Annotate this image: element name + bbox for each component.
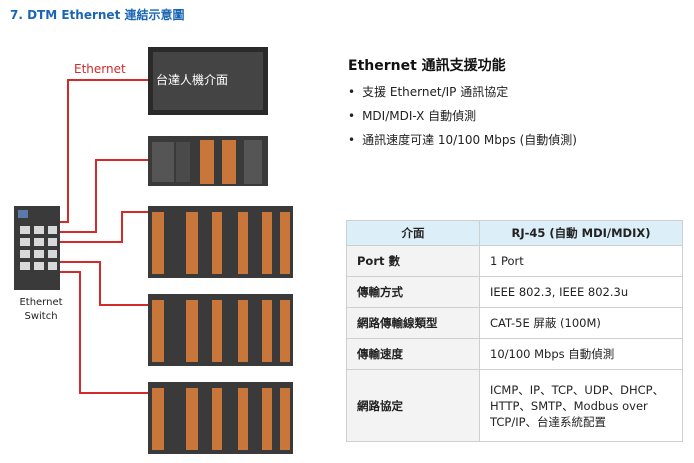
features-title: Ethernet 通訊支援功能 bbox=[348, 58, 506, 74]
feature-list: 支援 Ethernet/IP 通訊協定 MDI/MDI-X 自動偵測 通訊速度可… bbox=[348, 84, 577, 156]
spec-key: 網路傳輸線類型 bbox=[346, 307, 480, 339]
ethernet-lines bbox=[58, 79, 148, 394]
spec-value-line: HTTP、SMTP、Modbus over bbox=[490, 398, 648, 413]
hmi-screen-text: 台達人機介面 bbox=[156, 73, 229, 87]
spec-row: 傳輸速度 10/100 Mbps 自動偵測 bbox=[346, 338, 683, 370]
spec-key: 網路協定 bbox=[346, 369, 480, 442]
spec-value: ICMP、IP、TCP、UDP、DHCP、 HTTP、SMTP、Modbus o… bbox=[479, 369, 683, 442]
hmi-device bbox=[148, 47, 268, 115]
feature-item: 支援 Ethernet/IP 通訊協定 bbox=[348, 84, 577, 108]
spec-row: 網路傳輸線類型 CAT-5E 屏蔽 (100M) bbox=[346, 307, 683, 339]
feature-item: MDI/MDI-X 自動偵測 bbox=[348, 108, 577, 132]
spec-value-line: TCP/IP、台達系統配置 bbox=[490, 414, 607, 429]
line-to-hmi bbox=[58, 79, 148, 223]
io-rack-3 bbox=[148, 382, 293, 454]
line-to-rack-1 bbox=[60, 211, 148, 243]
spec-header-row: 介面 RJ-45 (自動 MDI/MDIX) bbox=[346, 220, 683, 246]
spec-value: 10/100 Mbps 自動偵測 bbox=[479, 338, 683, 370]
spec-value: CAT-5E 屏蔽 (100M) bbox=[479, 307, 683, 339]
spec-value-line: ICMP、IP、TCP、UDP、DHCP、 bbox=[490, 382, 665, 397]
spec-header-value: RJ-45 (自動 MDI/MDIX) bbox=[479, 220, 683, 246]
spec-value: IEEE 802.3, IEEE 802.3u bbox=[479, 276, 683, 308]
spec-header-key: 介面 bbox=[346, 220, 480, 246]
ethernet-label: Ethernet bbox=[74, 62, 126, 76]
spec-key: Port 數 bbox=[346, 245, 480, 277]
switch-label-line: Switch bbox=[24, 311, 58, 322]
switch-label: Ethernet Switch bbox=[12, 296, 70, 324]
io-rack-2 bbox=[148, 294, 293, 366]
feature-item: 通訊速度可達 10/100 Mbps (自動偵測) bbox=[348, 132, 577, 156]
line-to-rack-3 bbox=[60, 271, 148, 394]
line-to-cpu bbox=[60, 159, 148, 233]
ethernet-switch bbox=[14, 206, 60, 290]
spec-key: 傳輸速度 bbox=[346, 338, 480, 370]
spec-row: Port 數 1 Port bbox=[346, 245, 683, 277]
spec-key: 傳輸方式 bbox=[346, 276, 480, 308]
spec-table: 介面 RJ-45 (自動 MDI/MDIX) Port 數 1 Port 傳輸方… bbox=[346, 220, 683, 442]
spec-row: 傳輸方式 IEEE 802.3, IEEE 802.3u bbox=[346, 276, 683, 308]
page-heading: 7. DTM Ethernet 連結示意圖 bbox=[10, 8, 185, 22]
switch-label-line: Ethernet bbox=[19, 297, 63, 308]
line-to-rack-2 bbox=[60, 261, 148, 306]
spec-value: 1 Port bbox=[479, 245, 683, 277]
io-rack-1 bbox=[148, 206, 293, 278]
controller-module bbox=[148, 136, 268, 186]
spec-row: 網路協定 ICMP、IP、TCP、UDP、DHCP、 HTTP、SMTP、Mod… bbox=[346, 369, 683, 442]
